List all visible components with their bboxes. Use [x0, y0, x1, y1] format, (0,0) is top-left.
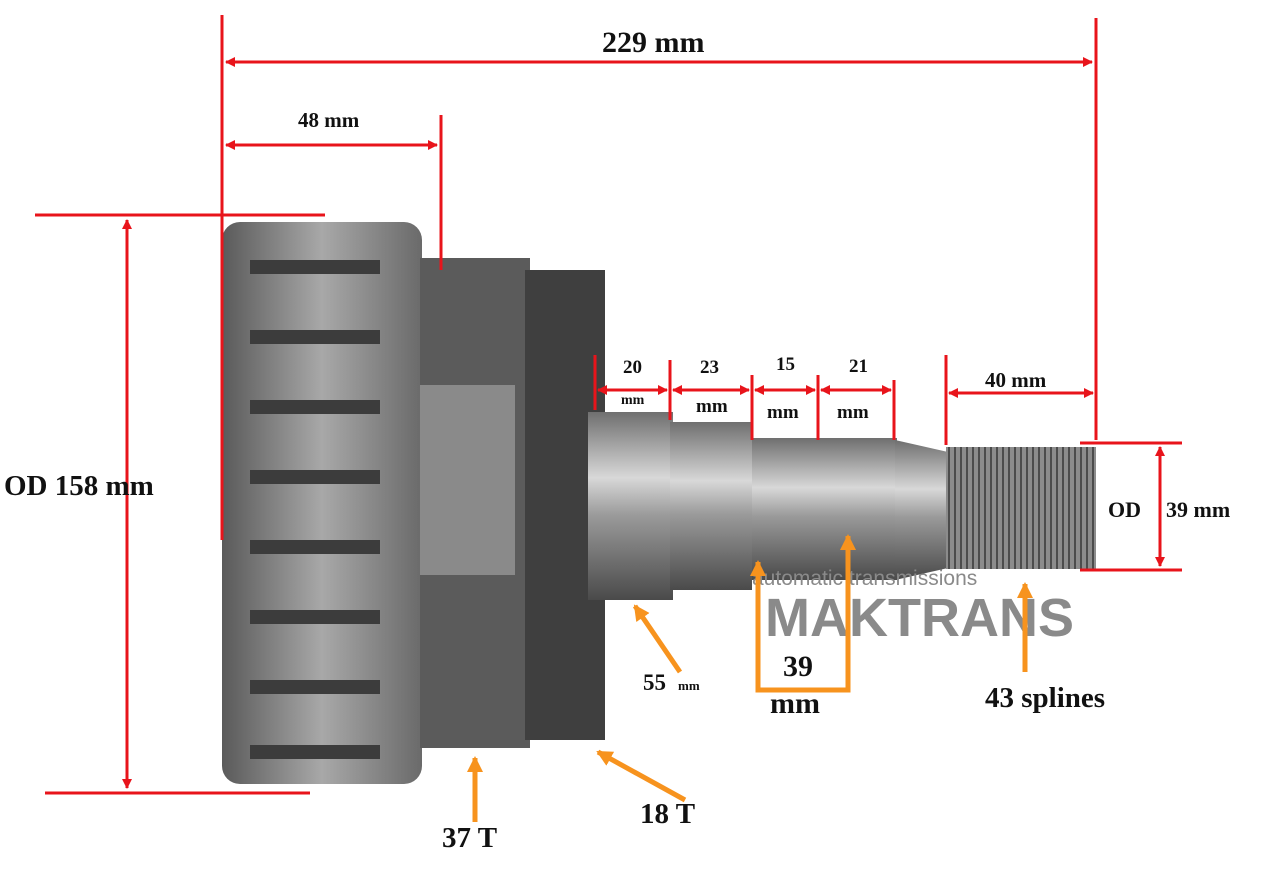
shaft-collar	[588, 412, 673, 600]
spline-length-label: 40 mm	[985, 368, 1047, 392]
clutch-drum	[222, 222, 422, 784]
journal-diameter-value: 39	[783, 650, 813, 683]
shaft-taper	[895, 440, 948, 580]
seg1-unit: mm	[621, 393, 645, 408]
seg4-unit: mm	[837, 402, 869, 423]
seg2-unit: mm	[696, 396, 728, 417]
drum-od-label: OD 158 mm	[4, 470, 154, 502]
seg3-unit: mm	[767, 402, 799, 423]
spline-od-prefix: OD	[1108, 497, 1141, 522]
collar-diameter-value: 55	[643, 670, 666, 695]
seg4-value: 21	[849, 356, 868, 377]
shaft-section-2	[752, 438, 897, 580]
gear-37t-label: 37 T	[442, 822, 497, 854]
callout-arrows	[467, 534, 1033, 822]
seg1-value: 20	[623, 357, 642, 378]
helical-gear	[420, 385, 515, 575]
journal-diameter-unit: mm	[770, 687, 820, 720]
splines-count-label: 43 splines	[985, 682, 1105, 714]
watermark-brand: MAKTRANS	[765, 588, 1074, 648]
spline-end	[946, 447, 1096, 569]
drum-length-label: 48 mm	[298, 108, 360, 132]
drum-slots	[250, 260, 380, 759]
seg2-value: 23	[700, 357, 719, 378]
transmission-part-photo	[222, 222, 1096, 784]
collar-diameter-unit: mm	[678, 678, 700, 693]
shaft-section-1	[670, 422, 752, 590]
watermark-tagline: automatic transmissions	[752, 567, 977, 590]
spline-od-value: 39 mm	[1166, 497, 1230, 522]
gear-18t-label: 18 T	[640, 798, 695, 830]
seg3-value: 15	[776, 354, 795, 375]
dimension-lines	[35, 15, 1182, 795]
overall-length-label: 229 mm	[602, 26, 704, 59]
